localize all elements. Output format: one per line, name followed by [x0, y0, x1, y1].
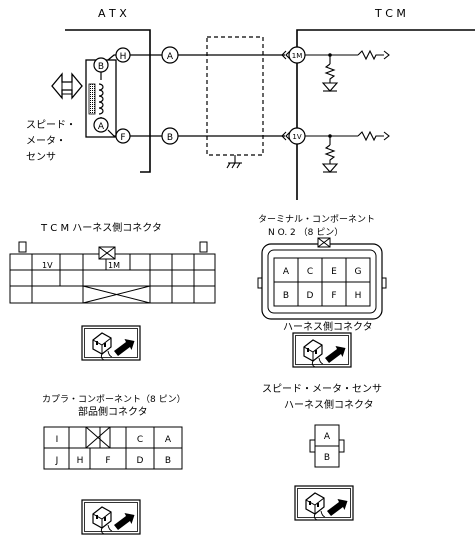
- tcm-label: T C M: [374, 7, 406, 20]
- tcm-pin-1v: 1V: [42, 261, 53, 270]
- sensor-label-3: センサ: [26, 151, 56, 163]
- terminal-component-title-1: ターミナル・コンポーネント: [258, 214, 375, 225]
- coupler-pin-h: H: [77, 456, 84, 466]
- svg-text:H: H: [120, 52, 127, 62]
- speed-sensor-title-2: ハーネス側コネクタ: [284, 398, 374, 411]
- coupler-pin-b: B: [165, 456, 171, 466]
- coil-icon: [98, 83, 104, 115]
- shield-box: [206, 36, 264, 156]
- tcm-pin-1m: 1M: [108, 261, 120, 270]
- magnet-icon: [88, 83, 96, 115]
- tcm-harness-connector: [9, 241, 216, 304]
- tcm-internal-circuit-1m: [305, 49, 390, 92]
- chassis-ground-icon: [226, 162, 242, 169]
- sensor-pin-a: [93, 117, 109, 133]
- terminal-pin-a: A: [283, 267, 290, 277]
- terminal-pin-d: D: [307, 291, 314, 301]
- sensor-pin-b: [93, 57, 109, 73]
- speed-sensor-pin-a: A: [324, 432, 331, 442]
- coupler-pin-j: J: [55, 456, 59, 466]
- coupler-pin-d: D: [137, 456, 144, 466]
- sensor-label-1: スピード・: [26, 119, 76, 131]
- terminal-pin-b: B: [283, 291, 289, 301]
- terminal-pin-h: H: [355, 291, 362, 301]
- terminal-component-connector: [257, 237, 387, 320]
- terminal-pin-e: E: [331, 267, 337, 277]
- coupler-pin-i: I: [56, 435, 59, 445]
- sensor-label-2: メータ・: [26, 135, 66, 147]
- connector-probe-icon: [81, 499, 141, 535]
- coupler-pin-f: F: [105, 456, 110, 466]
- speed-sensor-connector: [309, 424, 345, 468]
- coupler-title-1: カプラ・コンポーネント（8 ピン）: [42, 394, 186, 405]
- coupler-pin-c: C: [137, 435, 143, 445]
- svg-text:B: B: [167, 133, 173, 143]
- connector-probe-icon: [81, 325, 141, 361]
- terminal-component-title-2: N O. 2 （8 ピン）: [268, 227, 343, 238]
- svg-text:1M: 1M: [292, 52, 303, 60]
- svg-text:F: F: [120, 133, 125, 143]
- svg-text:A: A: [167, 52, 174, 62]
- tcm-internal-circuit-1v: [305, 130, 390, 173]
- coupler-pin-a: A: [165, 435, 172, 445]
- speed-sensor-pin-b: B: [324, 453, 330, 463]
- coupler-component-connector: [43, 426, 183, 470]
- speed-sensor-title-1: スピード・メータ・センサ: [262, 383, 382, 395]
- terminal-component-caption: ハーネス側コネクタ: [283, 320, 373, 333]
- connector-probe-icon: [294, 485, 354, 521]
- svg-text:B: B: [98, 62, 104, 72]
- atx-label: A T X: [98, 7, 127, 20]
- terminal-pin-f: F: [331, 291, 336, 301]
- connector-probe-icon: [292, 332, 352, 368]
- terminal-pin-c: C: [307, 267, 313, 277]
- terminal-pin-g: G: [355, 267, 362, 277]
- atx-box: [65, 29, 151, 173]
- svg-text:1V: 1V: [292, 133, 301, 141]
- svg-text:A: A: [98, 122, 105, 132]
- tcm-harness-title: T C M ハーネス側コネクタ: [40, 221, 162, 234]
- coupler-title-2: 部品側コネクタ: [78, 405, 148, 418]
